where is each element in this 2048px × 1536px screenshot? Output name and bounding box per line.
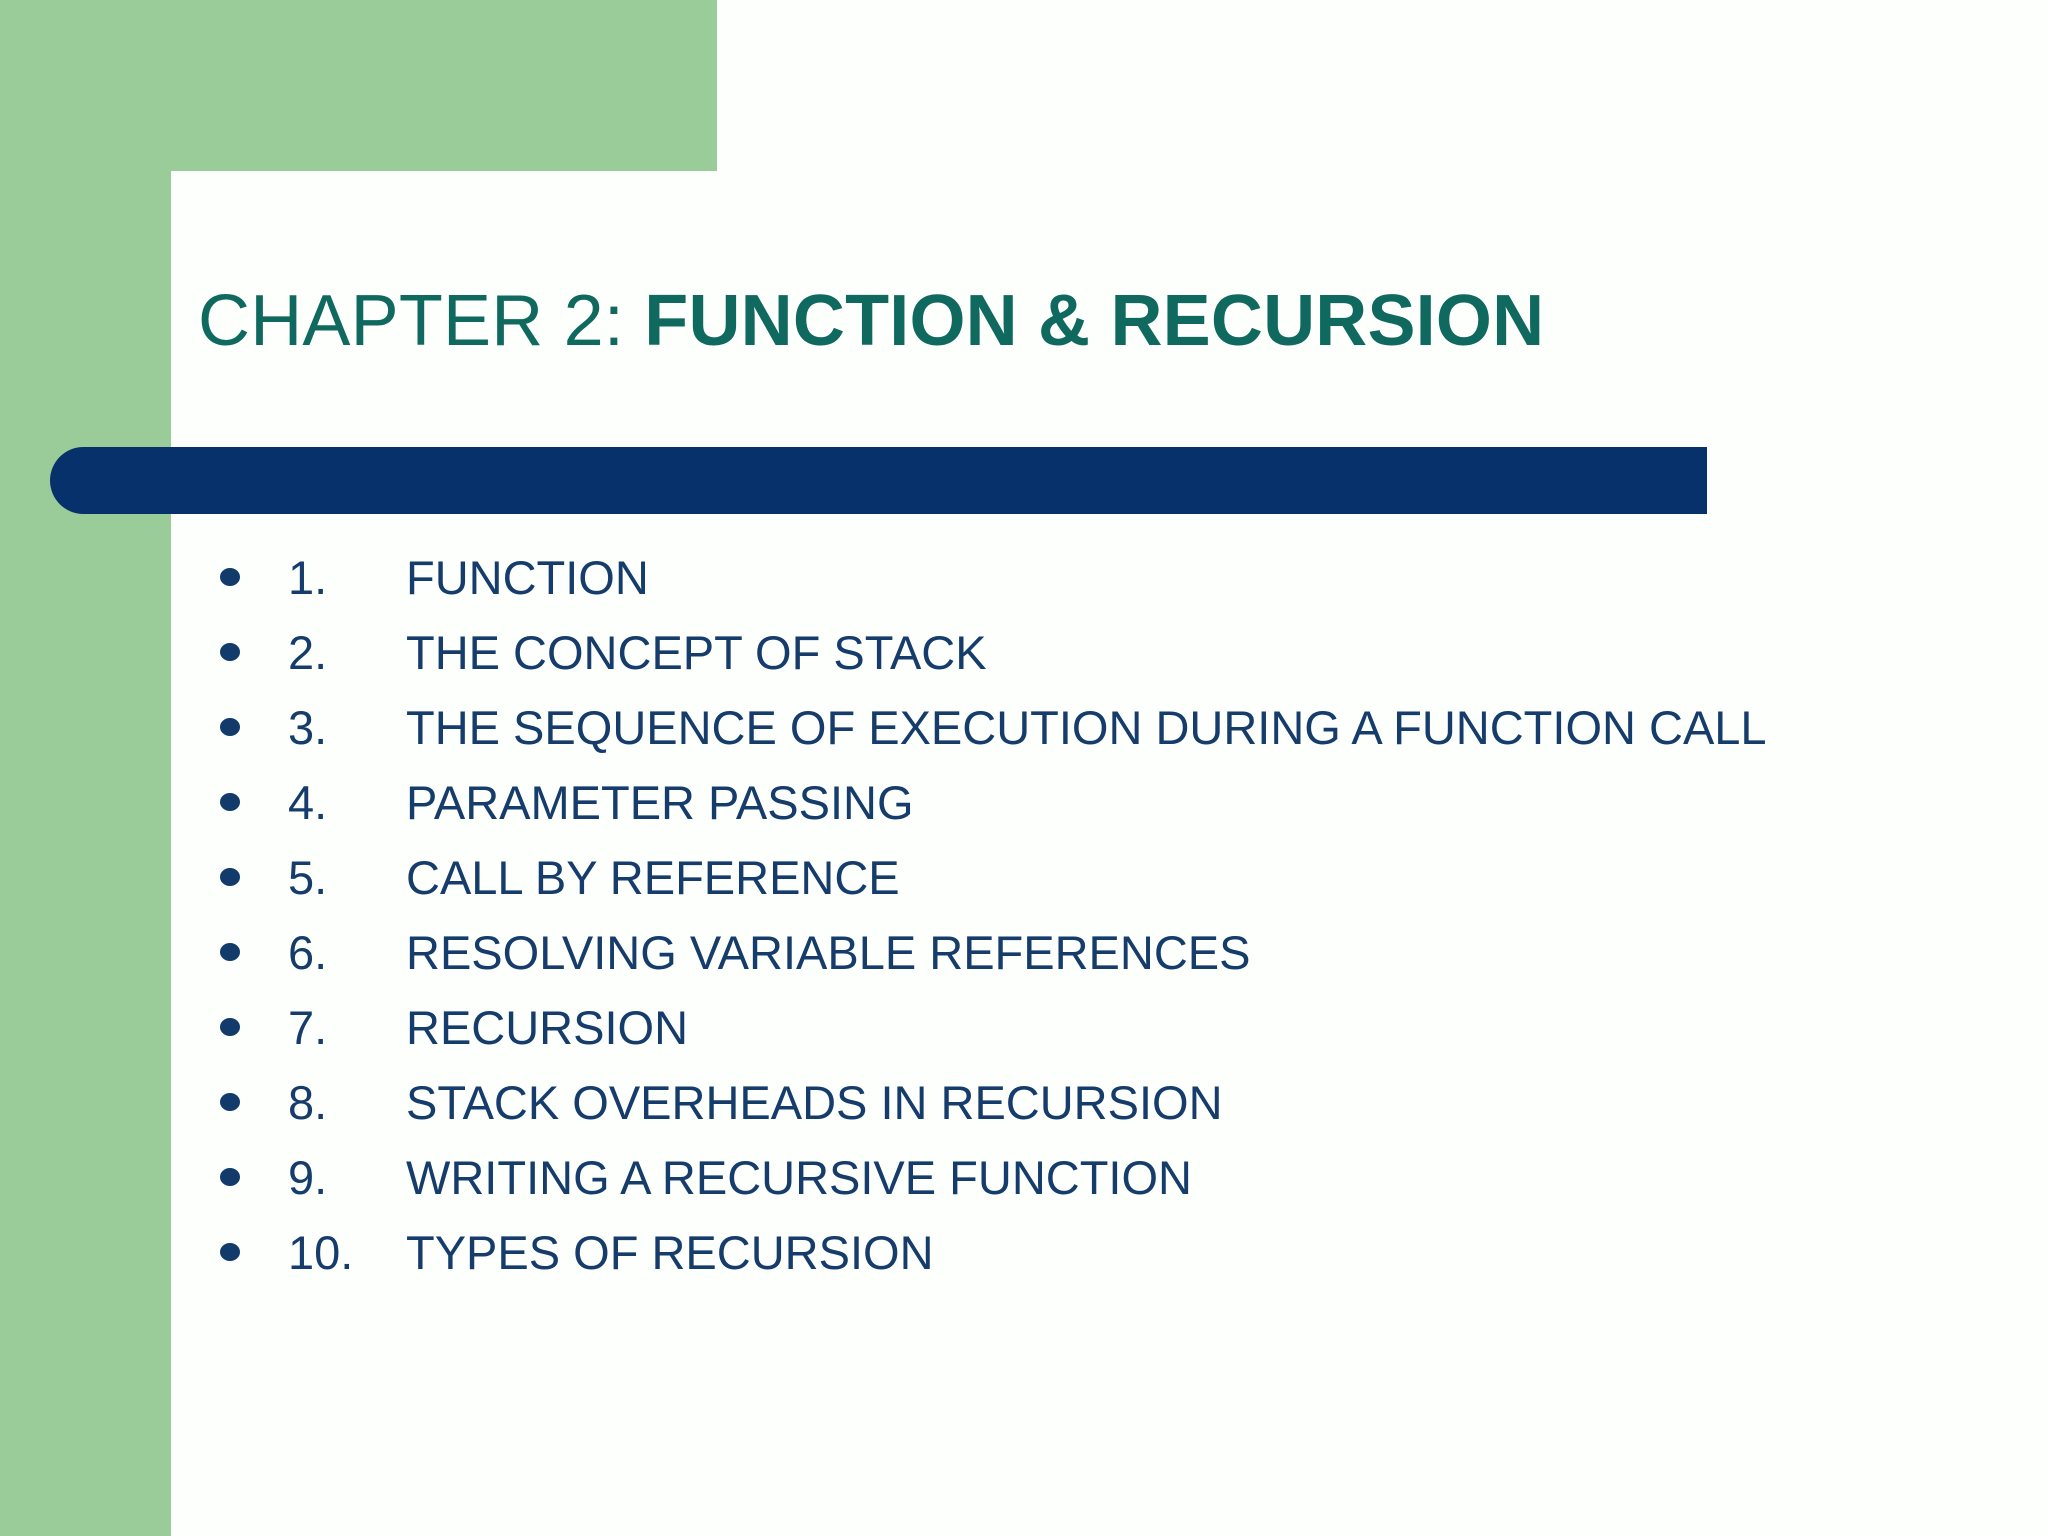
list-item: 5. CALL BY REFERENCE <box>210 840 2010 915</box>
bullet-dot-icon <box>220 1093 240 1111</box>
list-item-number: 4. <box>288 776 328 829</box>
list-item: 1. FUNCTION <box>210 540 2010 615</box>
list-item: 2. THE CONCEPT OF STACK <box>210 615 2010 690</box>
list-item-label: RESOLVING VARIABLE REFERENCES <box>406 926 1251 979</box>
list-item: 9. WRITING A RECURSIVE FUNCTION <box>210 1140 2010 1215</box>
list-item: 10. TYPES OF RECURSION <box>210 1215 2010 1290</box>
bullet-dot-icon <box>220 643 240 661</box>
list-item-number: 7. <box>288 1001 328 1054</box>
title-underline-bar <box>50 447 1707 514</box>
list-item-label: WRITING A RECURSIVE FUNCTION <box>406 1151 1192 1204</box>
list-item-number: 3. <box>288 701 328 754</box>
list-item-label: STACK OVERHEADS IN RECURSION <box>406 1076 1223 1129</box>
bullet-dot-icon <box>220 718 240 736</box>
list-item-label: RECURSION <box>406 1001 689 1054</box>
list-item-label: THE SEQUENCE OF EXECUTION DURING A FUNCT… <box>406 701 1767 754</box>
slide-title: CHAPTER 2: FUNCTION & RECURSION <box>198 279 1988 363</box>
white-content-panel <box>171 171 2048 1536</box>
bullet-dot-icon <box>220 1018 240 1036</box>
green-top-band-decoration <box>0 0 717 171</box>
list-item-number: 9. <box>288 1151 328 1204</box>
list-item-number: 1. <box>288 551 328 604</box>
bullet-dot-icon <box>220 1243 240 1261</box>
list-item-label: CALL BY REFERENCE <box>406 851 900 904</box>
list-item: 3. THE SEQUENCE OF EXECUTION DURING A FUN… <box>210 690 2010 765</box>
list-item: 4. PARAMETER PASSING <box>210 765 2010 840</box>
bullet-dot-icon <box>220 568 240 586</box>
list-item-number: 8. <box>288 1076 328 1129</box>
list-item-label: THE CONCEPT OF STACK <box>406 626 987 679</box>
bullet-dot-icon <box>220 1168 240 1186</box>
slide-title-emphasis: FUNCTION & RECURSION <box>644 281 1545 361</box>
bullet-dot-icon <box>220 943 240 961</box>
green-left-column-decoration <box>0 0 171 1536</box>
list-item-number: 5. <box>288 851 328 904</box>
slide-title-prefix: CHAPTER 2: <box>198 281 645 361</box>
list-item-label: FUNCTION <box>406 551 649 604</box>
list-item-label: TYPES OF RECURSION <box>406 1226 934 1279</box>
list-item-number: 2. <box>288 626 328 679</box>
list-item-label: PARAMETER PASSING <box>406 776 914 829</box>
list-item: 8. STACK OVERHEADS IN RECURSION <box>210 1065 2010 1140</box>
bullet-dot-icon <box>220 793 240 811</box>
list-item: 7. RECURSION <box>210 990 2010 1065</box>
list-item-number: 6. <box>288 926 328 979</box>
agenda-list: 1. FUNCTION 2. THE CONCEPT OF STACK 3. THE SE… <box>210 540 2010 1290</box>
list-item-number: 10. <box>288 1226 354 1279</box>
bullet-dot-icon <box>220 868 240 886</box>
list-item: 6. RESOLVING VARIABLE REFERENCES <box>210 915 2010 990</box>
